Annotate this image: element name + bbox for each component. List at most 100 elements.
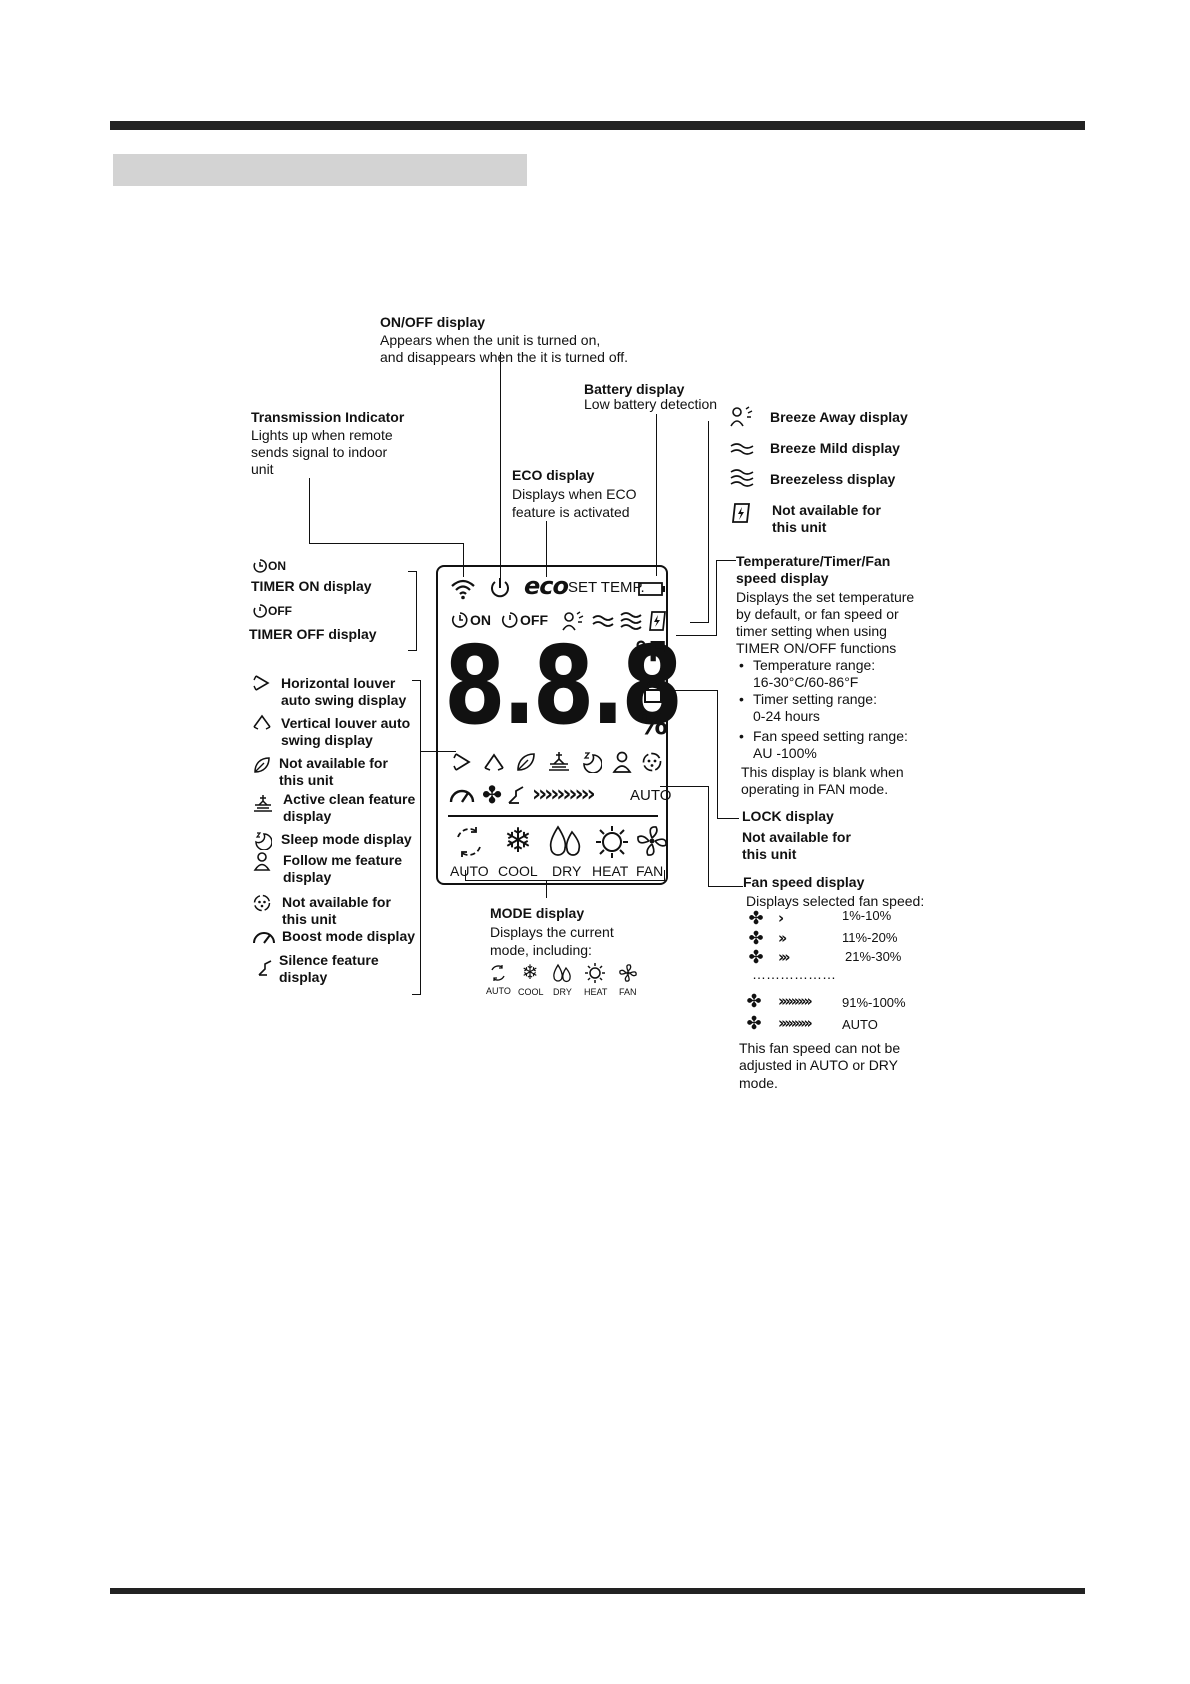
lcd-fan-speed-icon: ✤ xyxy=(481,781,503,809)
transmission-desc-3: unit xyxy=(251,461,274,477)
lcd-timer-on-icon xyxy=(450,610,470,630)
leaf-icon xyxy=(251,754,273,776)
temp-range-value: 16-30°C/60-86°F xyxy=(753,674,859,690)
battery-title: Battery display xyxy=(584,381,685,397)
fan-row-5-icon: ✤ xyxy=(746,1012,762,1033)
silence-label-2: display xyxy=(279,969,328,985)
breeze-na-2: this unit xyxy=(772,519,827,535)
left-list-bracket-bottom xyxy=(412,994,421,995)
transmission-leader-v xyxy=(309,478,310,543)
fan-panel-note-1: This fan speed can not be xyxy=(739,1040,901,1056)
breeze-away-icon xyxy=(728,405,756,429)
lcd-battery-icon xyxy=(638,581,666,597)
temp-panel-desc-4: TIMER ON/OFF functions xyxy=(736,640,897,656)
battery-desc: Low battery detection xyxy=(584,396,718,412)
lcd-breeze-mild-icon xyxy=(590,611,616,631)
timer-on-label: TIMER ON display xyxy=(251,578,372,594)
silence-icon xyxy=(255,958,277,978)
lock-leader-h2 xyxy=(717,818,739,819)
small-fan-icon xyxy=(617,962,639,984)
fan-row-2-chevrons: ›› xyxy=(778,929,788,947)
small-dry-icon xyxy=(551,962,573,984)
fan-row-3-chevrons: ››› xyxy=(778,948,790,966)
temp-panel-note-1: This display is blank when xyxy=(741,764,904,780)
fan-row-2-icon: ✤ xyxy=(748,927,764,948)
temp-panel-note-2: operating in FAN mode. xyxy=(741,781,889,797)
active-clean-label-2: display xyxy=(283,808,332,824)
lcd-heat-mode-icon xyxy=(594,824,630,860)
onoff-desc-1: Appears when the unit is turned on, xyxy=(380,332,601,348)
fan-range-label: Fan speed setting range: xyxy=(739,728,908,745)
temp-panel-desc-2: by default, or fan speed or xyxy=(736,606,899,622)
fan-row-5-chevrons: ›››››››››› xyxy=(778,1014,813,1032)
timer-off-label: TIMER OFF display xyxy=(249,626,377,642)
small-auto-label: AUTO xyxy=(486,986,511,996)
mode-bracket-left xyxy=(465,870,466,881)
sleep-icon xyxy=(251,829,273,851)
lcd-breeze-away-icon xyxy=(560,610,586,632)
lcd-fan-chevrons: ›››››››››› xyxy=(532,782,596,807)
boost-icon xyxy=(251,927,277,947)
vertical-swing-label-1: Vertical louver auto xyxy=(281,715,411,731)
horizontal-swing-label-1: Horizontal louver xyxy=(281,675,396,691)
lcd-self-clean-icon xyxy=(640,750,664,774)
silence-label-1: Silence feature xyxy=(279,952,379,968)
lcd-panel: eco SET TEMP. ON OFF 8.8.8 °F % xyxy=(436,565,683,885)
lcd-heat-label: HEAT xyxy=(592,863,629,879)
sleep-label: Sleep mode display xyxy=(281,831,412,847)
timer-bracket-bottom xyxy=(408,650,417,651)
lock-title: LOCK display xyxy=(742,808,834,824)
section-header-bar xyxy=(113,154,527,186)
timer-off-icon xyxy=(251,602,269,620)
lcd-sleep-icon xyxy=(579,750,603,774)
lcd-divider xyxy=(448,815,658,817)
mode-title: MODE display xyxy=(490,905,585,921)
fan-row-4-chevrons: ›››››››››› xyxy=(778,992,813,1010)
onoff-desc-2: and disappears when the it is turned off… xyxy=(380,349,629,365)
breezeless-label: Breezeless display xyxy=(770,471,896,487)
temp-panel-leader-h xyxy=(716,560,736,561)
small-dry-label: DRY xyxy=(553,987,572,997)
breeze-leader-h xyxy=(690,622,709,623)
breeze-mild-label: Breeze Mild display xyxy=(770,440,900,456)
temp-panel-leader-v xyxy=(716,560,717,636)
small-cool-icon: ❄ xyxy=(521,961,539,984)
lcd-power-icon xyxy=(488,576,512,600)
leaf-na-1: Not available for xyxy=(279,755,388,771)
lock-leader-v xyxy=(717,690,718,818)
lcd-dry-mode-icon xyxy=(546,823,584,859)
timer-on-badge: ON xyxy=(268,559,286,573)
lcd-eco-text: eco xyxy=(524,572,569,600)
fan-row-1-value: 1%-10% xyxy=(842,908,892,923)
fan-row-5-value: AUTO xyxy=(842,1017,878,1032)
vertical-swing-label-2: swing display xyxy=(281,732,373,748)
lcd-breezeless-icon xyxy=(618,610,644,632)
small-heat-label: HEAT xyxy=(584,987,608,997)
lcd-timer-on-text: ON xyxy=(470,612,491,628)
lcd-timer-off-icon xyxy=(500,610,520,630)
temp-panel-title-1: Temperature/Timer/Fan xyxy=(736,553,891,569)
lcd-fan-label: FAN xyxy=(636,863,664,879)
timer-bracket-v xyxy=(416,571,417,650)
breezeless-icon xyxy=(728,466,756,490)
lcd-boost-icon xyxy=(448,784,476,806)
fan-panel-title: Fan speed display xyxy=(743,874,865,890)
fan-row-dots: ……………… xyxy=(752,966,836,982)
temp-panel-desc-1: Displays the set temperature xyxy=(736,589,915,605)
fan-row-3-icon: ✤ xyxy=(748,946,764,967)
follow-me-icon xyxy=(251,850,273,872)
lcd-lock-icon xyxy=(642,679,664,705)
follow-me-label-1: Follow me feature xyxy=(283,852,403,868)
fan-leader-h2 xyxy=(660,786,709,787)
leaf-bolt-icon xyxy=(728,500,754,526)
boost-label: Boost mode display xyxy=(282,928,416,944)
fan-row-1-chevrons: › xyxy=(778,909,784,927)
lcd-auto-label: AUTO xyxy=(450,863,489,879)
onoff-title: ON/OFF display xyxy=(380,314,486,330)
fan-row-4-icon: ✤ xyxy=(746,990,762,1011)
lcd-leaf-bolt-icon xyxy=(646,609,668,633)
small-auto-icon xyxy=(488,963,508,983)
fan-panel-note-3: mode. xyxy=(739,1075,778,1091)
left-list-leader xyxy=(420,751,456,752)
lcd-active-clean-icon xyxy=(546,750,572,774)
